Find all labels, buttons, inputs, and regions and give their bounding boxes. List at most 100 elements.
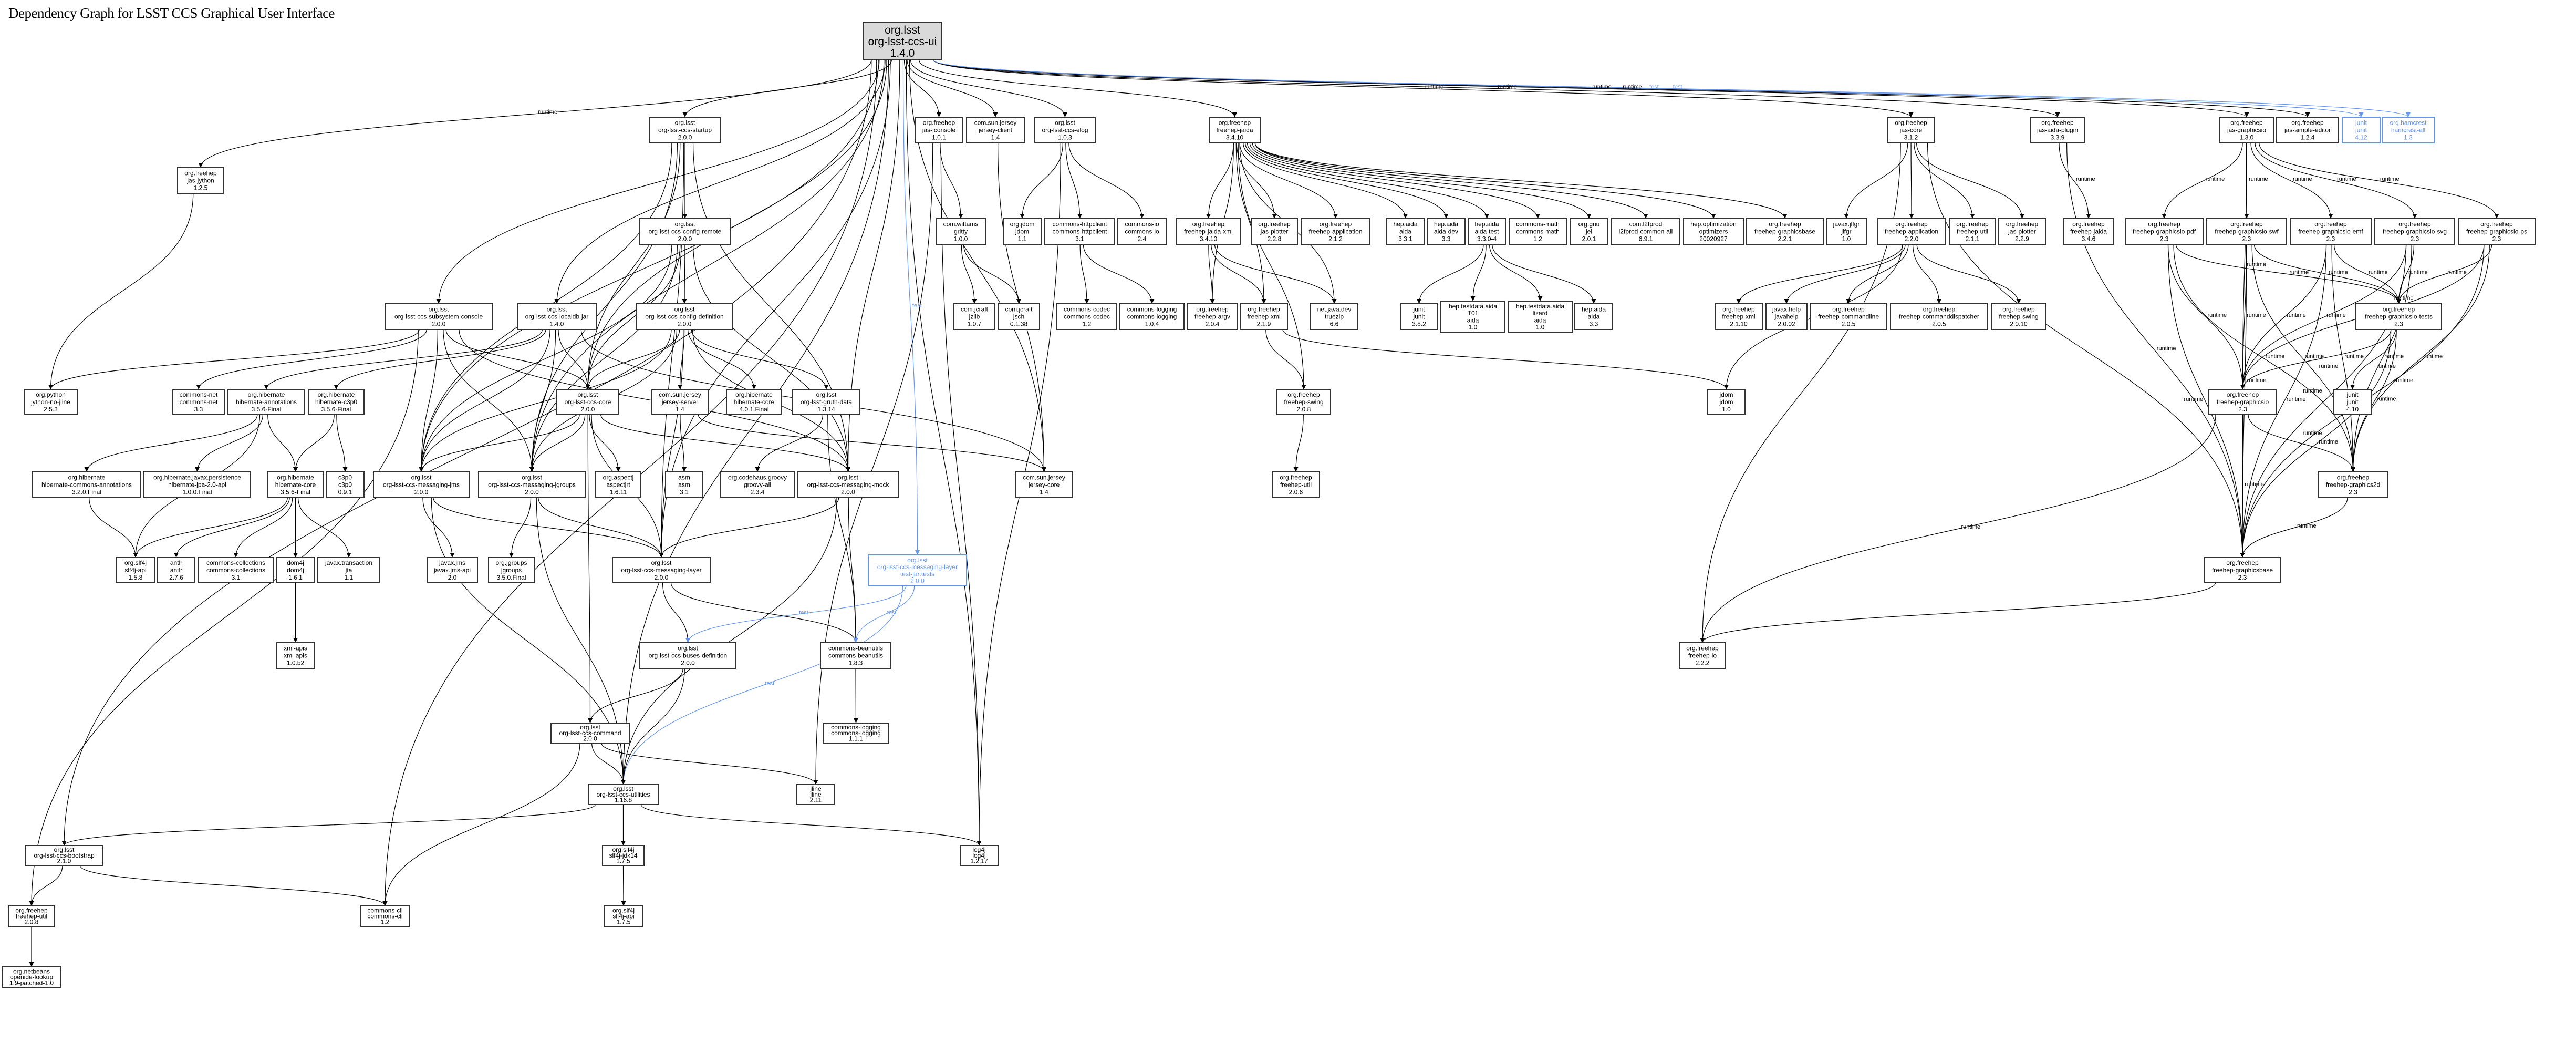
node-hcommons[interactable]: org.hibernatehibernate-commons-annotatio… <box>32 471 141 498</box>
node-cmddisp[interactable]: org.freehepfreehep-commanddispatcher2.0.… <box>1890 303 1988 330</box>
node-buses[interactable]: org.lsstorg-lsst-ccs-buses-definition2.0… <box>639 642 736 669</box>
node-ccoll[interactable]: commons-collectionscommons-collections3.… <box>198 557 274 583</box>
node-hannot[interactable]: org.hibernatehibernate-annotations3.5.6-… <box>227 389 305 415</box>
node-layer[interactable]: org.lsstorg-lsst-ccs-messaging-layer2.0.… <box>612 557 711 583</box>
node-mjgroups[interactable]: org.lsstorg-lsst-ccs-messaging-jgroups2.… <box>478 471 586 498</box>
node-hjpa[interactable]: org.hibernate.javax.persistencehibernate… <box>143 471 251 498</box>
node-layertests[interactable]: org.lsstorg-lsst-ccs-messaging-layertest… <box>868 554 967 586</box>
node-openide[interactable]: org.netbeansopenide-lookup1.9-patched-1.… <box>2 966 61 988</box>
